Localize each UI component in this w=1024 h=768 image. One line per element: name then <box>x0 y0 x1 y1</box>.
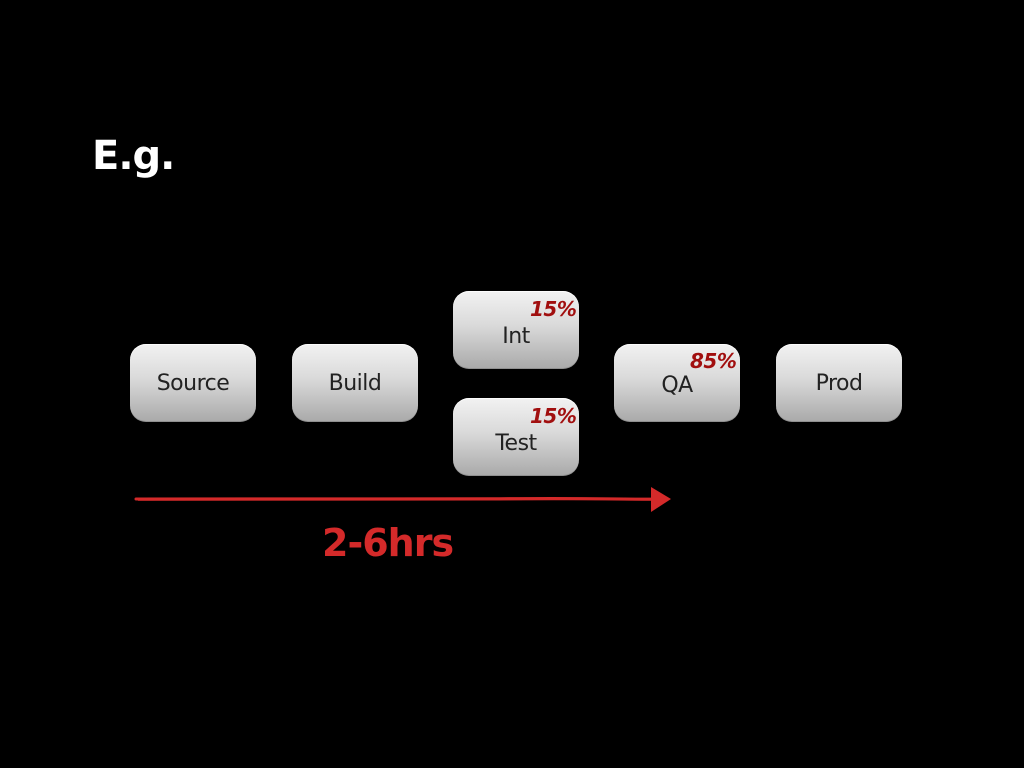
stage-qa: QA <box>614 344 740 422</box>
percent-label-test: 15% <box>530 404 577 428</box>
percent-label-int: 15% <box>530 297 577 321</box>
stage-label: Prod <box>815 370 863 396</box>
stage-label: QA <box>661 372 693 398</box>
timeline-arrow-line-rough <box>137 499 661 501</box>
timeline-arrowhead <box>651 487 671 512</box>
stage-label: Int <box>502 323 530 349</box>
stage-test: Test <box>453 398 579 476</box>
timeline-arrow-line <box>134 496 664 501</box>
stage-label: Test <box>495 430 537 456</box>
stage-int: Int <box>453 291 579 369</box>
duration-label: 2-6hrs <box>322 521 454 565</box>
percent-label-qa: 85% <box>690 349 737 373</box>
stage-source: Source <box>130 344 256 422</box>
stage-label: Build <box>328 370 382 396</box>
stage-label: Source <box>156 370 230 396</box>
slide-title: E.g. <box>92 133 175 179</box>
stage-build: Build <box>292 344 418 422</box>
stage-prod: Prod <box>776 344 902 422</box>
timeline-arrow <box>134 487 671 512</box>
